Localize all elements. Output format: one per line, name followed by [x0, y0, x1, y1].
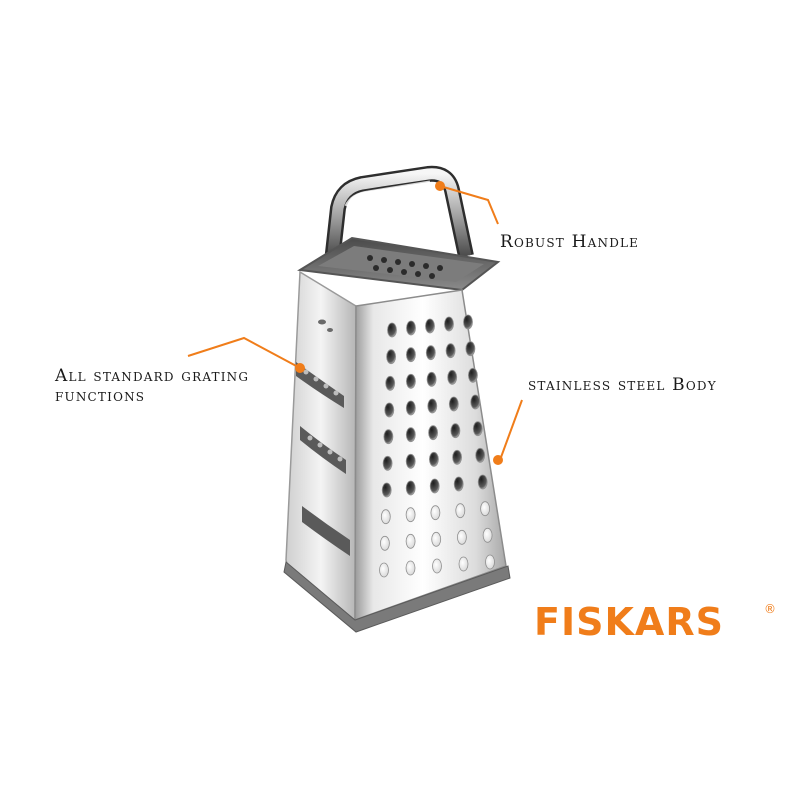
grater-bottom-rim [283, 561, 511, 633]
grating-hole [470, 394, 481, 410]
grating-hole [432, 558, 442, 574]
grating-hole [385, 375, 396, 391]
grating-hole [379, 562, 389, 578]
grating-hole [428, 451, 439, 467]
body-leader-line [499, 399, 523, 461]
grating-functions-label: All standard grating functions [55, 366, 249, 406]
grating-hole [430, 505, 441, 521]
grating-hole [406, 320, 416, 336]
functions-leader-line [187, 336, 301, 369]
grating-hole [465, 341, 476, 357]
grating-hole [453, 476, 464, 492]
grating-hole [405, 507, 416, 523]
grating-hole [467, 367, 478, 383]
functions-callout-dot [295, 363, 305, 373]
grating-hole [429, 478, 440, 494]
grating-hole [428, 425, 439, 441]
fiskars-logo: FISKARS [534, 600, 724, 644]
grater-top-opening [297, 236, 501, 292]
grating-hole [452, 449, 463, 465]
grating-hole [405, 480, 416, 496]
robust-handle-label: Robust Handle [500, 232, 640, 252]
grating-hole [405, 560, 416, 576]
grating-hole [448, 396, 459, 412]
grating-hole [485, 554, 495, 570]
grating-functions-line-1: All standard grating [55, 366, 250, 386]
stainless-steel-body-label: stainless steel Body [528, 375, 717, 395]
grating-hole [425, 318, 435, 334]
grating-hole [447, 369, 458, 385]
grating-hole [426, 371, 437, 387]
registered-mark: ® [764, 602, 776, 616]
grating-hole [425, 345, 436, 361]
grating-hole [480, 501, 491, 517]
grating-hole [472, 421, 483, 437]
grating-hole [382, 455, 393, 471]
grater-handle [324, 165, 474, 263]
grating-hole [405, 373, 416, 389]
handle-callout-dot [435, 181, 445, 191]
side-slicing-slots [296, 319, 350, 556]
grating-hole [387, 322, 397, 338]
grating-hole [456, 529, 467, 545]
grating-hole [384, 402, 395, 418]
body-callout-dot [493, 455, 503, 465]
grating-hole [477, 474, 488, 490]
grating-functions-line-2: functions [55, 386, 146, 406]
grating-hole [427, 398, 438, 414]
grating-hole [405, 400, 416, 416]
grating-hole [482, 527, 493, 543]
grating-hole [455, 503, 466, 519]
grating-hole [431, 531, 442, 547]
grating-hole [463, 314, 473, 330]
grating-hole [450, 423, 461, 439]
grating-hole [386, 349, 397, 365]
grating-hole [405, 347, 416, 363]
grating-hole [405, 533, 416, 549]
callout-lines [187, 185, 523, 461]
handle-leader-line [439, 185, 499, 225]
grating-hole [405, 453, 416, 469]
grating-hole [379, 535, 390, 551]
grating-hole [381, 482, 392, 498]
grating-hole [445, 343, 456, 359]
grating-hole [475, 447, 486, 463]
grating-hole [405, 427, 416, 443]
grating-hole [380, 509, 391, 525]
grating-hole [383, 429, 394, 445]
grating-hole [458, 556, 469, 572]
grating-holes [379, 314, 495, 578]
grating-hole [444, 316, 454, 332]
